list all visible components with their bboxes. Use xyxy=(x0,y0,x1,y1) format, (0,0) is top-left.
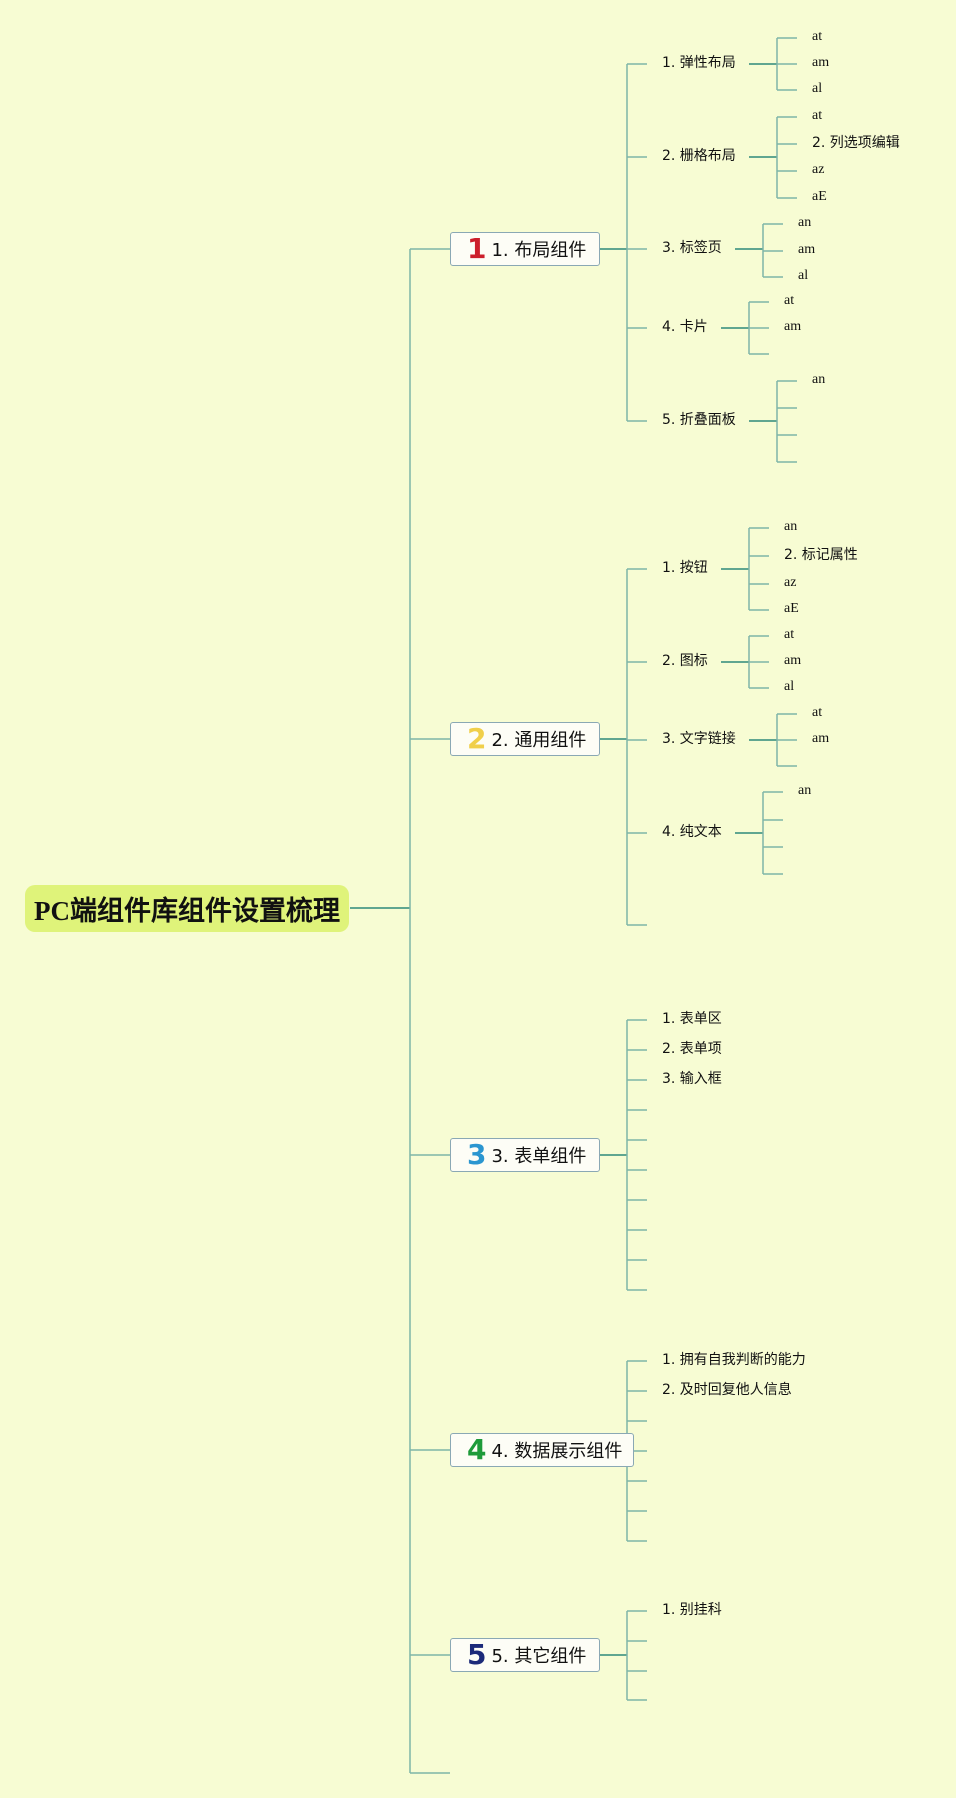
child-topic[interactable]: 5. 折叠面板 xyxy=(662,412,736,428)
leaf-topic[interactable]: az xyxy=(784,575,797,590)
number-2-icon: 2 xyxy=(467,722,487,755)
leaf-topic[interactable]: an xyxy=(784,519,798,534)
child-topic[interactable]: 3. 标签页 xyxy=(662,240,722,256)
root-topic[interactable]: PC端组件库组件设置梳理 xyxy=(25,885,349,932)
leaf-topic[interactable]: an xyxy=(812,372,826,387)
child-topic[interactable]: 3. 文字链接 xyxy=(662,731,736,747)
leaf-topic[interactable]: an xyxy=(798,783,812,798)
leaf-topic[interactable]: am xyxy=(812,55,830,70)
leaf-topic[interactable]: am xyxy=(812,731,830,746)
number-5-icon: 5 xyxy=(467,1638,487,1671)
leaf-topic[interactable]: at xyxy=(784,293,795,308)
leaf-topic[interactable]: at xyxy=(812,705,823,720)
child-topic[interactable]: 1. 按钮 xyxy=(662,560,708,576)
child-topic[interactable]: 2. 栅格布局 xyxy=(662,148,736,164)
branch-label: 3. 表单组件 xyxy=(491,1146,587,1167)
leaf-topic[interactable]: at xyxy=(812,108,823,123)
leaf-topic[interactable]: am xyxy=(784,319,802,334)
leaf-topic[interactable]: at xyxy=(784,627,795,642)
leaf-topic[interactable]: am xyxy=(798,242,816,257)
leaf-topic[interactable]: al xyxy=(812,81,823,96)
child-topic[interactable]: 1. 表单区 xyxy=(662,1011,722,1027)
branch-label: 2. 通用组件 xyxy=(491,730,587,751)
number-1-icon: 1 xyxy=(467,232,487,265)
leaf-topic[interactable]: az xyxy=(812,162,825,177)
child-topic[interactable]: 1. 弹性布局 xyxy=(662,55,736,71)
leaf-topic[interactable]: 2. 标记属性 xyxy=(784,547,858,563)
child-topic[interactable]: 2. 图标 xyxy=(662,653,708,669)
leaf-topic[interactable]: at xyxy=(812,29,823,44)
child-topic[interactable]: 3. 输入框 xyxy=(662,1071,722,1087)
child-topic[interactable]: 2. 表单项 xyxy=(662,1041,722,1057)
number-3-icon: 3 xyxy=(467,1138,487,1171)
child-topic[interactable]: 2. 及时回复他人信息 xyxy=(662,1382,792,1398)
leaf-topic[interactable]: 2. 列选项编辑 xyxy=(812,135,900,151)
child-topic[interactable]: 4. 纯文本 xyxy=(662,824,722,840)
leaf-topic[interactable]: aE xyxy=(812,189,827,204)
number-4-icon: 4 xyxy=(467,1433,487,1466)
leaf-topic[interactable]: al xyxy=(798,268,809,283)
leaf-topic[interactable]: am xyxy=(784,653,802,668)
branch-label: 4. 数据展示组件 xyxy=(491,1441,623,1462)
leaf-topic[interactable]: an xyxy=(798,215,812,230)
leaf-topic[interactable]: al xyxy=(784,679,795,694)
leaf-topic[interactable]: aE xyxy=(784,601,799,616)
branch-label: 5. 其它组件 xyxy=(491,1646,587,1667)
branch-label: 1. 布局组件 xyxy=(491,240,587,261)
child-topic[interactable]: 1. 别挂科 xyxy=(662,1602,722,1618)
child-topic[interactable]: 4. 卡片 xyxy=(662,319,708,335)
child-topic[interactable]: 1. 拥有自我判断的能力 xyxy=(662,1352,806,1368)
